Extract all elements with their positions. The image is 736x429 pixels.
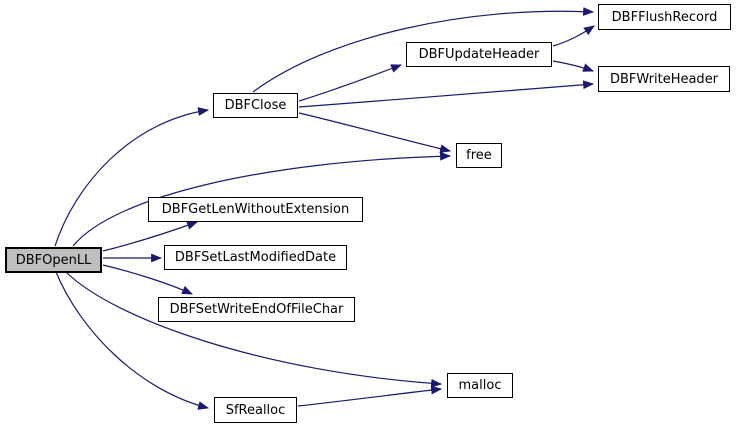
edge-dbfupdateheader-dbfflushrecord xyxy=(552,25,595,47)
edge-dbfupdateheader-dbfwriteheader xyxy=(552,60,595,72)
edge-sfrealloc-malloc xyxy=(297,385,443,407)
edge-dbfclose-dbfflushrecord xyxy=(252,7,595,93)
node-dbfsetwriteendoffilechar[interactable]: DBFSetWriteEndOfFileChar xyxy=(158,297,355,322)
edge-dbfopenll-sfrealloc xyxy=(55,271,210,410)
edge-dbfopenll-malloc xyxy=(65,271,443,388)
node-sfrealloc[interactable]: SfRealloc xyxy=(214,397,297,423)
node-free[interactable]: free xyxy=(456,143,502,168)
node-dbfclose[interactable]: DBFClose xyxy=(213,93,298,118)
node-dbfgetlenwithoutextension[interactable]: DBFGetLenWithoutExtension xyxy=(148,197,363,222)
edge-dbfclose-dbfupdateheader xyxy=(298,64,403,102)
node-dbfflushrecord[interactable]: DBFFlushRecord xyxy=(598,4,731,30)
edge-dbfclose-free xyxy=(298,112,452,153)
node-malloc[interactable]: malloc xyxy=(447,373,513,398)
edge-dbfopenll-free xyxy=(72,151,452,247)
edge-dbfopenll-dbfgetlenwithoutextension xyxy=(102,221,199,252)
node-dbfwriteheader[interactable]: DBFWriteHeader xyxy=(598,66,730,92)
edge-dbfopenll-dbfsetwriteendoffilechar xyxy=(102,264,194,295)
edge-dbfopenll-dbfclose xyxy=(54,107,210,247)
node-dbfsetlastmodifieddate[interactable]: DBFSetLastModifiedDate xyxy=(164,245,347,270)
edge-dbfclose-dbfwriteheader xyxy=(298,80,595,108)
node-dbfopenll: DBFOpenLL xyxy=(5,247,102,273)
node-dbfupdateheader[interactable]: DBFUpdateHeader xyxy=(406,42,552,67)
